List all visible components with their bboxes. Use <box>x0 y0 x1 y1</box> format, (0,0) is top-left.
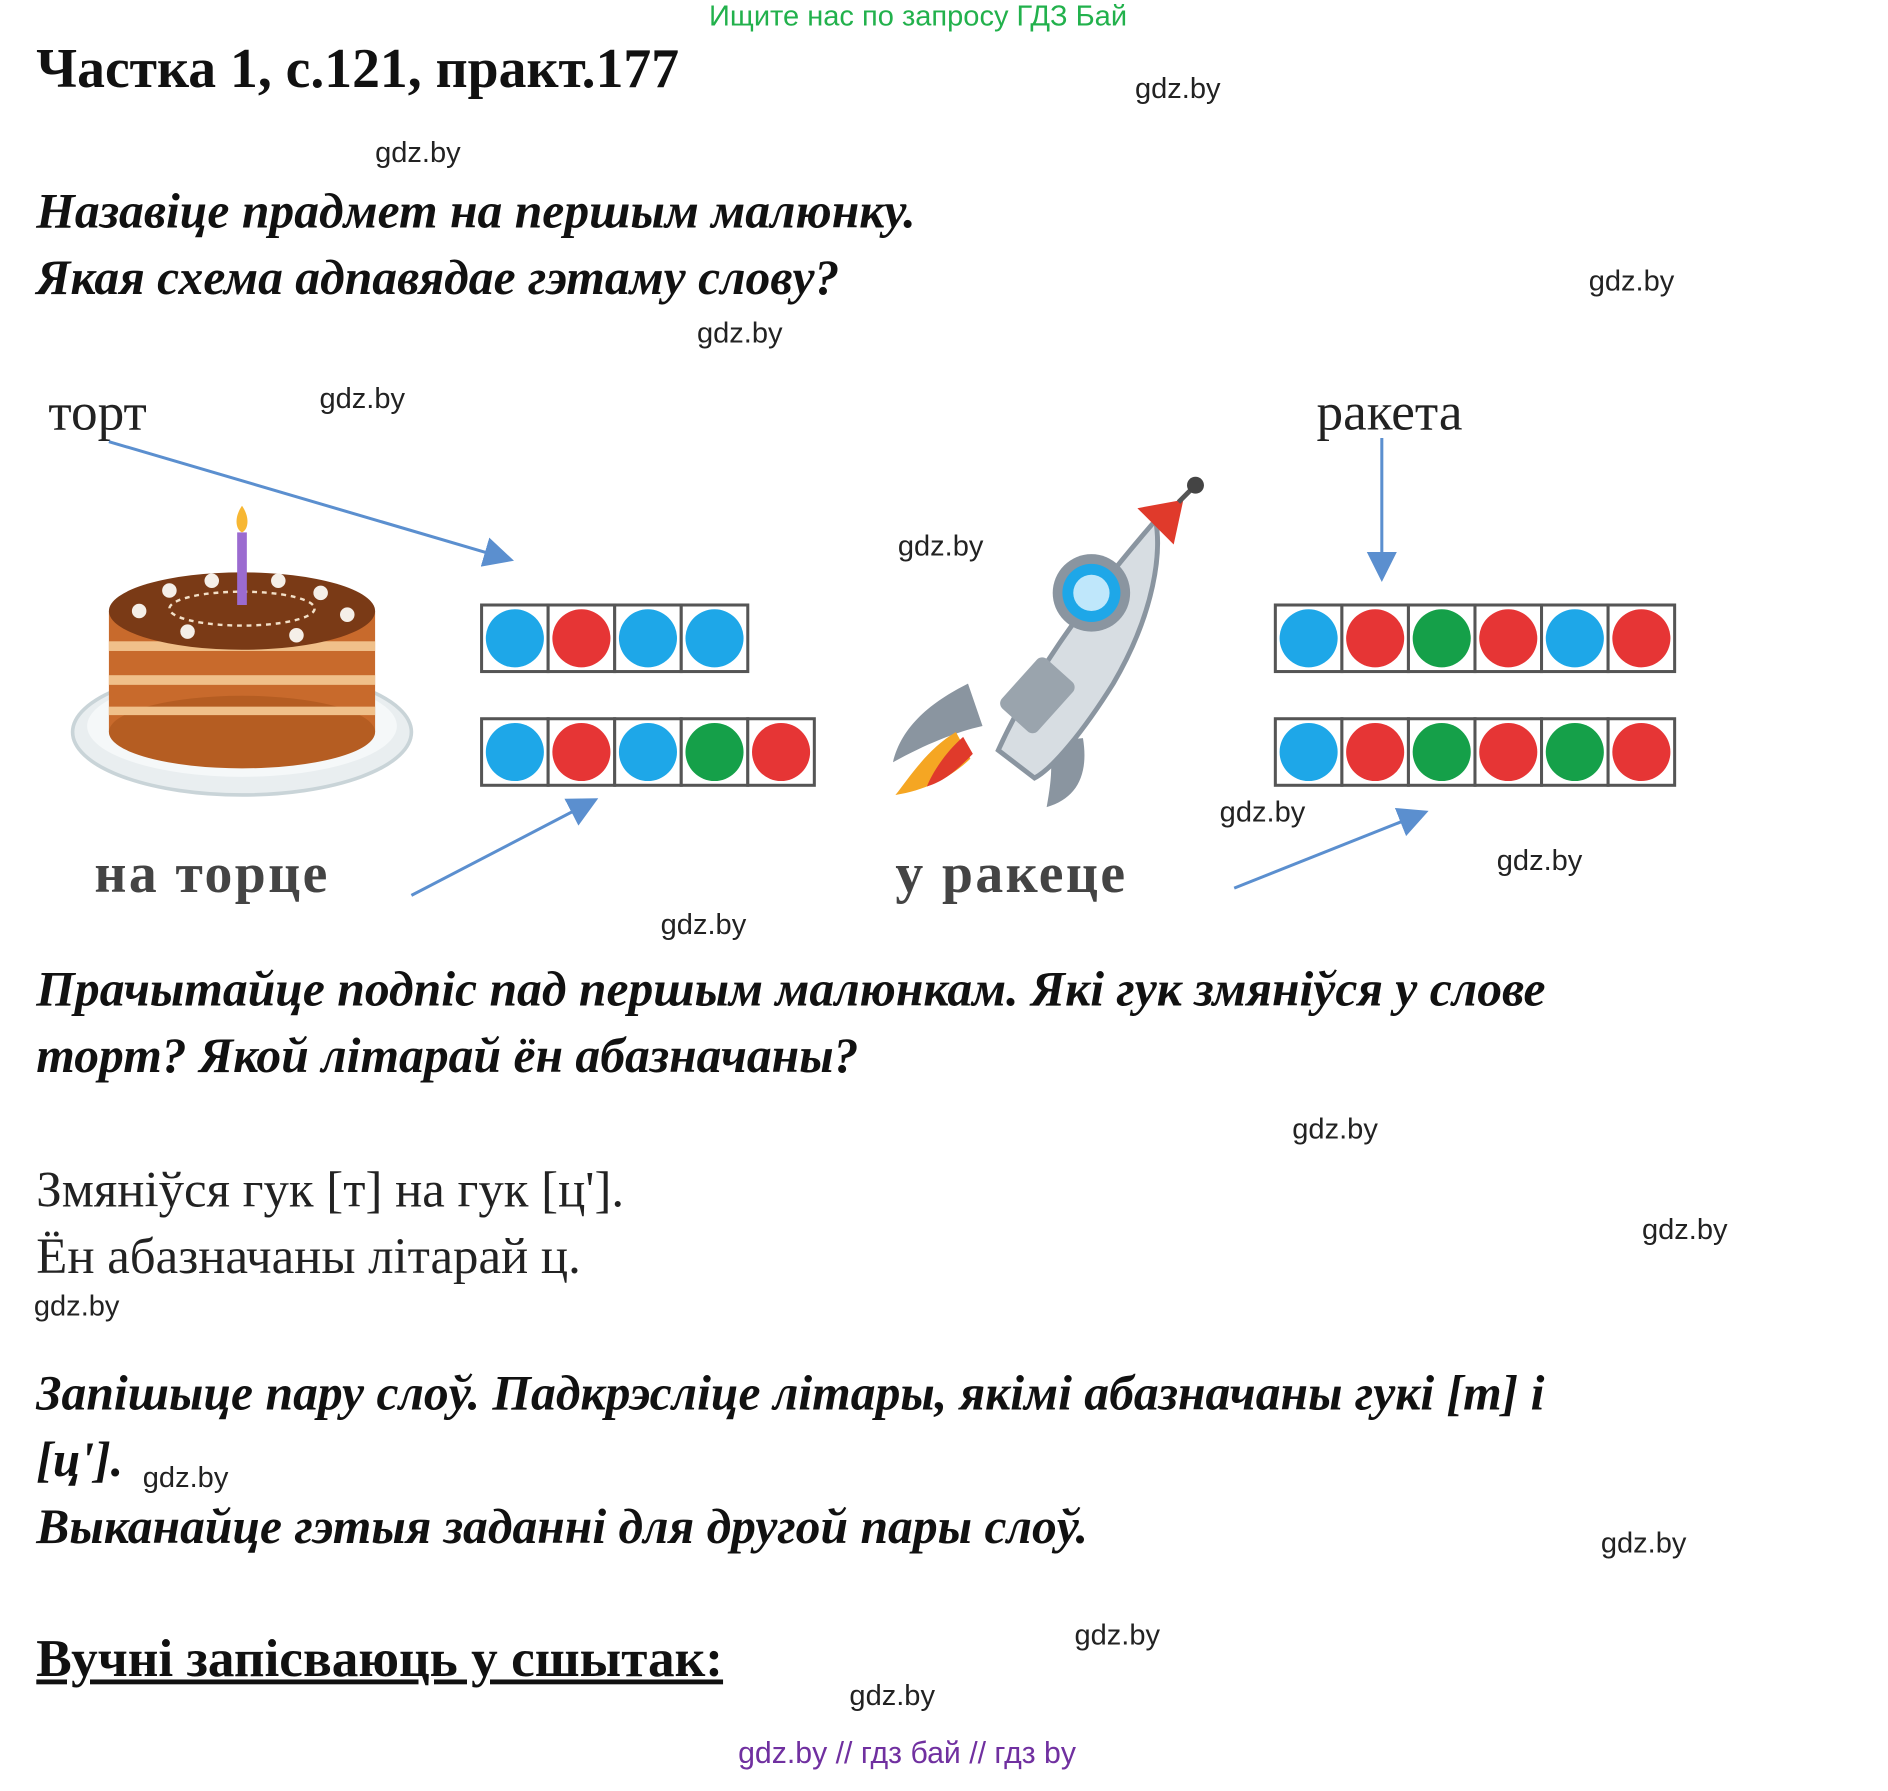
search-banner: Ищите нас по запросу ГДЗ Бай <box>709 0 1128 33</box>
arrow-tort <box>108 440 515 567</box>
footer-links: gdz.by // гдз бай // гдз by <box>738 1736 1076 1771</box>
sound-circle-blue <box>485 609 544 668</box>
sound-circle-red <box>1479 609 1538 668</box>
sound-circle-red <box>1346 609 1405 668</box>
sound-circle-red <box>1479 722 1538 782</box>
arrow-u-rakietse <box>1233 808 1429 890</box>
sound-circle-blue <box>685 609 744 668</box>
sound-circle-blue <box>618 722 677 782</box>
watermark: gdz.by <box>1600 1527 1687 1560</box>
answer-line1: Змяніўся гук [т] на гук [ц']. <box>36 1162 625 1219</box>
watermark: gdz.by <box>1496 844 1583 878</box>
page-title: Частка 1, с.121, практ.177 <box>36 37 680 100</box>
caption-rocket: у ракеце <box>895 842 1128 904</box>
watermark: gdz.by <box>1074 1618 1161 1652</box>
scheme-cake-row2 <box>480 717 816 787</box>
task1-line2: Якая схема адпавядае гэтаму слову? <box>36 249 840 305</box>
sound-circle-red <box>1612 722 1671 782</box>
rocket-image <box>892 476 1204 808</box>
watermark: gdz.by <box>375 136 461 170</box>
sound-circle-red <box>552 609 611 668</box>
label-raketa: ракета <box>1316 382 1463 442</box>
watermark: gdz.by <box>319 382 406 416</box>
watermark: gdz.by <box>1134 72 1221 106</box>
task1-line1: Назавіце прадмет на першым малюнку. <box>36 182 916 239</box>
task3-line1: Запішыце пару слоў. Падкрэсліце літары, … <box>36 1364 1545 1421</box>
sound-circle-blue <box>618 609 677 668</box>
sound-circle-blue <box>1545 609 1604 668</box>
watermark: gdz.by <box>849 1679 935 1713</box>
sound-circle-red <box>752 722 811 782</box>
scheme-rocket-row1 <box>1273 603 1677 674</box>
task2-line1: Прачытайце подпіс пад першым малюнкам. Я… <box>36 960 1546 1017</box>
sound-circle-green <box>1412 722 1471 782</box>
watermark: gdz.by <box>33 1289 120 1323</box>
sound-circle-red <box>552 722 611 782</box>
task3-line2: [ц']. <box>36 1431 124 1488</box>
sound-circle-green <box>685 722 744 782</box>
sound-circle-blue <box>1279 609 1338 668</box>
watermark: gdz.by <box>696 317 783 350</box>
notebook-heading: Вучні запісваюць у сшытак: <box>36 1628 724 1688</box>
label-tort: торт <box>48 382 147 442</box>
watermark: gdz.by <box>660 908 747 942</box>
watermark: gdz.by <box>142 1461 229 1495</box>
scheme-cake-row1 <box>480 603 750 674</box>
sound-circle-green <box>1545 722 1604 782</box>
watermark: gdz.by <box>1292 1113 1378 1146</box>
sound-circle-green <box>1412 609 1471 668</box>
caption-cake: на торце <box>94 842 330 904</box>
watermark: gdz.by <box>1219 796 1306 829</box>
cake-image <box>70 505 414 797</box>
sound-circle-red <box>1612 609 1671 668</box>
scheme-rocket-row2 <box>1273 717 1677 787</box>
arrows-layer <box>108 438 1429 897</box>
sound-circle-blue <box>485 722 544 782</box>
watermark: gdz.by <box>897 529 984 563</box>
watermark: gdz.by <box>1641 1213 1728 1247</box>
sound-circle-blue <box>1279 722 1338 782</box>
sound-circle-red <box>1346 722 1405 782</box>
arrow-na-tortse <box>410 798 599 897</box>
task3-line3: Выканайце гэтыя заданні для другой пары … <box>36 1497 1089 1554</box>
answer-line2: Ён абазначаны літарай ц. <box>36 1229 581 1286</box>
task2-line2: торт? Якой літарай ён абазначаны? <box>36 1027 859 1083</box>
watermark: gdz.by <box>1588 264 1675 298</box>
